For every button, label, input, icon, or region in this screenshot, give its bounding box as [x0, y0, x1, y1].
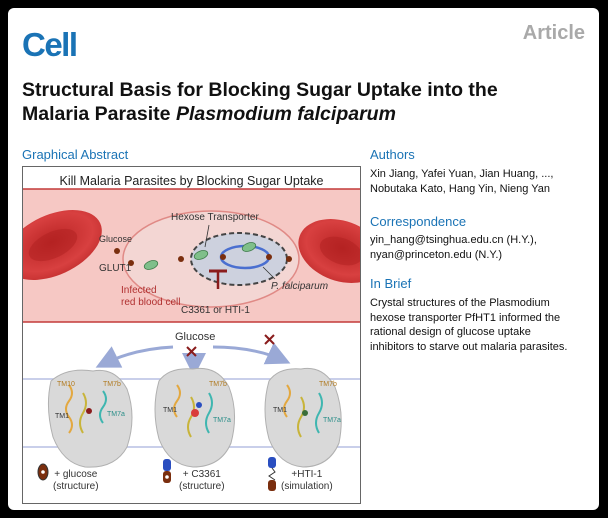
graphical-abstract-heading: Graphical Abstract [22, 147, 129, 162]
parasite-membrane [190, 232, 288, 286]
protein-structure-c3361 [154, 367, 235, 468]
ligand-icon-c3361 [163, 459, 171, 483]
tm-label: TM1 [55, 413, 69, 420]
glucose-label-small: Glucose [99, 234, 133, 244]
hexose-transporter-label: Hexose Transporter [171, 212, 259, 223]
authors-line[interactable]: Nobutaka Kato, Hang Yin, Nieng Yan [370, 182, 550, 195]
tm-label: TM7b [319, 381, 337, 388]
tm-label: TM7b [209, 381, 227, 388]
caption-line: + C3361 [182, 469, 221, 480]
tm-label: TM1 [273, 407, 287, 414]
in-brief-line: inhibitors to starve out malaria parasit… [370, 340, 568, 353]
tm-label: TM7a [213, 417, 231, 424]
graphical-abstract-figure: Kill Malaria Parasites by Blocking Sugar… [22, 166, 361, 504]
panel-caption-glucose: + glucose (structure) [53, 469, 99, 493]
glucose-label-large: Glucose [175, 331, 216, 343]
figure-title: Kill Malaria Parasites by Blocking Sugar… [59, 174, 324, 188]
glut1-label: GLUT1 [99, 263, 132, 274]
inhibitor-label: C3361 or HTI-1 [181, 305, 250, 316]
article-title: Structural Basis for Blocking Sugar Upta… [22, 78, 592, 126]
email-link[interactable]: nyan@princeton.edu (N.Y.) [370, 248, 503, 261]
tm-label: TM1 [163, 407, 177, 414]
in-brief-heading: In Brief [370, 276, 412, 291]
in-brief-line: hexose transporter PfHT1 informed the [370, 311, 561, 324]
authors-list: Xin Jiang, Yafei Yuan, Jian Huang, ..., … [370, 167, 553, 196]
article-type-label: Article [522, 22, 585, 44]
protein-structure-hti1 [264, 367, 342, 468]
ligand-icon-glucose [37, 463, 49, 481]
authors-heading: Authors [370, 147, 415, 162]
caption-line: +HTI-1 [291, 469, 323, 480]
email-link[interactable]: yin_hang@tsinghua.edu.cn (H.Y.), [370, 234, 537, 246]
caption-line: + glucose [54, 469, 98, 480]
tm-label: TM7b [103, 381, 121, 388]
ligand-icon-hti1 [268, 457, 276, 491]
correspondence-emails: yin_hang@tsinghua.edu.cn (H.Y.), nyan@pr… [370, 233, 537, 262]
caption-line: (simulation) [281, 481, 333, 492]
panel-caption-c3361: + C3361 (structure) [179, 469, 225, 493]
tm-label: TM7a [323, 417, 341, 424]
title-line-1: Structural Basis for Blocking Sugar Upta… [22, 79, 498, 101]
tm-label: TM10 [57, 381, 75, 388]
parasite-label: P. falciparum [271, 281, 329, 292]
correspondence-heading: Correspondence [370, 214, 467, 229]
protein-structure-glucose [47, 369, 133, 468]
title-species: Plasmodium falciparum [175, 103, 396, 125]
panel-caption-hti1: +HTI-1 (simulation) [281, 469, 333, 493]
graphical-abstract-art [23, 188, 360, 491]
article-page: Cell Article Structural Basis for Blocki… [8, 8, 599, 510]
infected-line: red blood cell [121, 297, 181, 308]
title-line-2: Malaria Parasite [22, 103, 176, 125]
in-brief-text: Crystal structures of the Plasmodium hex… [370, 296, 567, 354]
caption-line: (structure) [53, 481, 99, 492]
authors-line[interactable]: Xin Jiang, Yafei Yuan, Jian Huang, ..., [370, 168, 554, 180]
journal-logo[interactable]: Cell [22, 26, 78, 63]
caption-line: (structure) [179, 481, 225, 492]
infected-cell-label: Infected red blood cell [121, 285, 180, 309]
tm-label: TM7a [107, 411, 125, 418]
in-brief-line: rational design of glucose uptake [370, 326, 531, 338]
in-brief-line: Crystal structures of the Plasmodium [370, 297, 550, 309]
infected-line: Infected [121, 285, 157, 296]
